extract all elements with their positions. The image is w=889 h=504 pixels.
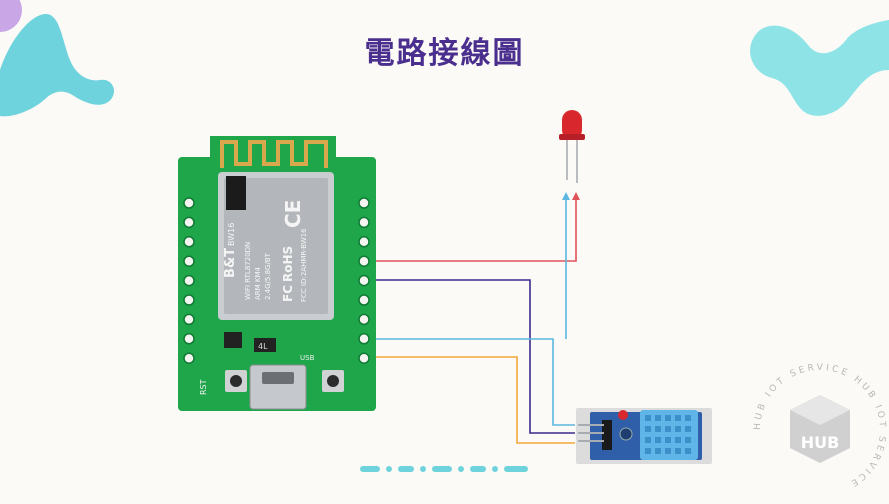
sensor-housing — [640, 410, 698, 460]
header-pin — [183, 313, 195, 326]
header-pin — [358, 274, 370, 287]
grille-hole — [655, 426, 661, 432]
boot-button-cap — [327, 375, 339, 387]
grille-hole — [645, 437, 651, 443]
grille-hole — [645, 415, 651, 421]
grille-hole — [685, 426, 691, 432]
header-pin — [183, 352, 195, 364]
grille-hole — [665, 415, 671, 421]
decor-blob-top-right — [750, 20, 889, 116]
header-pin — [358, 216, 370, 229]
dash-segment — [386, 466, 392, 472]
usb-port — [249, 364, 307, 410]
grille-hole — [665, 437, 671, 443]
antenna-trace — [220, 140, 328, 168]
decor-blob-top-left — [0, 0, 115, 117]
grille-hole — [645, 426, 651, 432]
crystal — [226, 176, 246, 210]
grille-hole — [675, 448, 681, 454]
grille-hole — [675, 426, 681, 432]
fcc-id: FCC ID:2AHMR-BW16 — [300, 228, 308, 302]
dash-segment — [420, 466, 426, 472]
dash-segment — [432, 466, 452, 472]
header-pin — [183, 236, 195, 248]
sensor-grille — [645, 415, 691, 454]
rohs-mark: RoHS — [281, 246, 295, 282]
sensor-led — [618, 410, 628, 420]
header-pin — [358, 236, 370, 248]
right-header-pins — [358, 197, 370, 364]
dash-segment — [398, 466, 414, 472]
header-pin — [358, 197, 370, 209]
rst-button-cap — [230, 375, 242, 387]
module-line-2: ARM KM4 — [254, 266, 262, 300]
wire-orange-power — [370, 356, 575, 444]
grille-hole — [655, 448, 661, 454]
grille-hole — [665, 426, 671, 432]
header-pin — [358, 255, 370, 267]
header-pin — [358, 333, 370, 345]
purple-blob — [0, 0, 22, 32]
wire-purple-sensor-data — [366, 279, 575, 434]
bw16-dev-board: B&T BW16 WIFI RTL8720DN ARM KM4 2.4G/5.8… — [178, 136, 376, 411]
wire-red-led-anode — [366, 196, 577, 262]
module-brand: B&T — [223, 248, 238, 278]
rst-label: RST — [199, 379, 208, 395]
led-body — [562, 110, 582, 140]
grille-hole — [655, 437, 661, 443]
left-header-pins — [183, 197, 195, 364]
header-pin — [183, 216, 195, 229]
brand-badge: HUB IOT SERVICE HUB IOT SERVICE HUB — [753, 363, 884, 489]
header-pin — [358, 294, 370, 306]
dht11-sensor-module — [576, 408, 712, 464]
usb-socket — [262, 372, 294, 384]
module-line-3: 2.4G/5.8G/BT — [264, 252, 272, 300]
small-chip — [254, 338, 276, 352]
grille-hole — [685, 448, 691, 454]
grille-hole — [685, 437, 691, 443]
cyan-blob-right — [750, 20, 889, 116]
header-pin — [183, 255, 195, 267]
decor-dash-line — [360, 466, 528, 472]
usb-label: USB — [300, 354, 315, 362]
page-title: 電路接線圖 — [364, 36, 525, 71]
module-model: BW16 — [227, 223, 236, 246]
module-shield — [224, 178, 328, 314]
ce-mark: CE — [281, 200, 305, 228]
dash-segment — [360, 466, 380, 472]
dash-segment — [492, 466, 498, 472]
grille-hole — [675, 437, 681, 443]
red-led — [559, 110, 585, 183]
led-rim — [559, 134, 585, 140]
grille-hole — [675, 415, 681, 421]
arrow-head-blue — [562, 192, 570, 200]
wire-blue-ground — [366, 338, 575, 426]
header-pin — [183, 333, 195, 345]
grille-hole — [655, 415, 661, 421]
grille-hole — [685, 415, 691, 421]
header-pin — [183, 197, 195, 209]
dash-segment — [504, 466, 528, 472]
header-pin — [183, 274, 195, 287]
fcc-mark: FC — [281, 285, 295, 302]
module-line-1: WIFI RTL8720DN — [244, 242, 252, 300]
dash-segment — [458, 466, 464, 472]
regulator-chip — [224, 332, 242, 348]
header-pin — [358, 352, 370, 364]
brand-cube-top — [790, 395, 850, 425]
sensor-header — [602, 420, 612, 450]
chip-id: 4L — [258, 342, 268, 351]
arrow-head-red — [572, 192, 580, 200]
wiring — [366, 192, 580, 444]
brand-letters: HUB — [801, 433, 840, 452]
sensor-screw-hole — [619, 427, 633, 441]
dash-segment — [470, 466, 486, 472]
grille-hole — [645, 448, 651, 454]
grille-hole — [665, 448, 671, 454]
header-pin — [358, 313, 370, 326]
header-pin — [183, 294, 195, 306]
teal-blob-left — [0, 13, 115, 117]
